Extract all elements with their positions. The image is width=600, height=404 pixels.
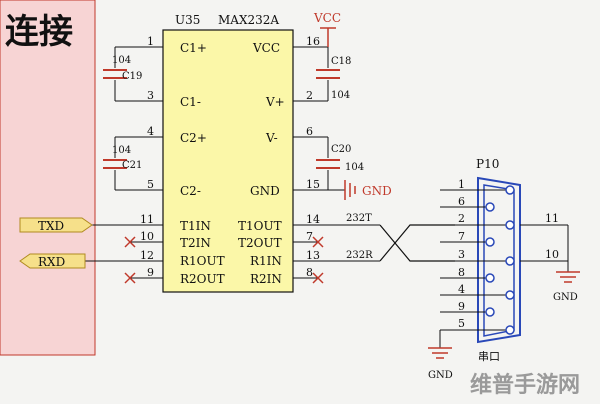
cap-c19-value: 104 bbox=[112, 55, 131, 66]
cap-c20-ref: C20 bbox=[331, 144, 351, 155]
pin-num-11: 11 bbox=[140, 213, 154, 226]
cap-c21-ref: C21 bbox=[122, 160, 142, 171]
cap-c20-symbol bbox=[316, 159, 340, 169]
pin-num-3: 3 bbox=[147, 89, 154, 102]
vcc-label: VCC bbox=[313, 11, 341, 25]
conn-pin-10: 10 bbox=[545, 248, 559, 261]
pin-name-r1in: R1IN bbox=[250, 254, 282, 268]
conn-pin-2: 2 bbox=[458, 212, 465, 225]
conn-pin-11: 11 bbox=[545, 212, 559, 225]
gnd-symbol-shell bbox=[556, 271, 580, 283]
conn-pin-1: 1 bbox=[458, 178, 465, 191]
pin-num-16: 16 bbox=[306, 35, 320, 48]
connector-ref: P10 bbox=[476, 157, 499, 171]
pin-num-8: 8 bbox=[306, 266, 313, 279]
rxd-label: RXD bbox=[38, 255, 65, 269]
pin-name-t1out: T1OUT bbox=[238, 219, 282, 233]
watermark: 维普手游网 bbox=[470, 372, 580, 398]
cap-c18-symbol bbox=[316, 69, 340, 79]
pin-num-14: 14 bbox=[306, 213, 320, 226]
chip-ref: U35 bbox=[175, 13, 200, 27]
cap-c19-ref: C19 bbox=[122, 71, 142, 82]
pin-name-c2p: C2+ bbox=[180, 131, 207, 145]
cap-c18-value: 104 bbox=[331, 90, 350, 101]
pin-num-1: 1 bbox=[147, 35, 154, 48]
pin-num-5: 5 bbox=[147, 178, 154, 191]
pin-name-vplus: V+ bbox=[265, 95, 285, 109]
panel-title: 连接 bbox=[5, 12, 73, 52]
gnd-symbol-pin5 bbox=[428, 347, 452, 359]
cap-c21-value: 104 bbox=[112, 145, 131, 156]
pin-name-vminus: V- bbox=[265, 131, 278, 145]
gnd-label-chip: GND bbox=[362, 184, 392, 198]
pin-num-13: 13 bbox=[306, 249, 320, 262]
gnd-label-pin5: GND bbox=[428, 370, 453, 381]
crossover-wires bbox=[379, 224, 455, 262]
pin-num-4: 4 bbox=[147, 125, 154, 138]
cap-c18-ref: C18 bbox=[331, 56, 351, 67]
pin-name-r1out: R1OUT bbox=[180, 254, 225, 268]
pin-num-15: 15 bbox=[306, 178, 320, 191]
pin-name-c1p: C1+ bbox=[180, 41, 207, 55]
pin-num-10: 10 bbox=[140, 230, 154, 243]
cap-c19-symbol bbox=[103, 69, 127, 79]
pin-num-6: 6 bbox=[306, 125, 313, 138]
txd-port bbox=[19, 217, 93, 233]
conn-pin-3: 3 bbox=[458, 248, 465, 261]
conn-pin-4: 4 bbox=[458, 283, 465, 296]
conn-pin-8: 8 bbox=[458, 266, 465, 279]
conn-pin-9: 9 bbox=[458, 300, 465, 313]
conn-pin-7: 7 bbox=[458, 230, 465, 243]
net-232t: 232T bbox=[346, 213, 372, 224]
cap-c21-symbol bbox=[103, 159, 127, 169]
connector-name: 串口 bbox=[478, 350, 500, 363]
pin-num-12: 12 bbox=[140, 249, 154, 262]
gnd-symbol-chip bbox=[344, 180, 356, 200]
conn-pin-6: 6 bbox=[458, 195, 465, 208]
pin-name-t1in: T1IN bbox=[180, 219, 211, 233]
pin-name-c2m: C2- bbox=[180, 184, 201, 198]
gnd-label-shell: GND bbox=[553, 292, 578, 303]
pin-name-c1m: C1- bbox=[180, 95, 201, 109]
no-connect-marks bbox=[124, 236, 324, 284]
title-panel bbox=[0, 0, 96, 356]
pin-name-gnd: GND bbox=[250, 184, 280, 198]
max232-chip bbox=[162, 29, 294, 293]
pin-name-t2in: T2IN bbox=[180, 236, 211, 250]
db9-pins bbox=[485, 185, 515, 335]
rxd-port bbox=[19, 253, 86, 269]
net-232r: 232R bbox=[346, 250, 373, 261]
pin-num-7: 7 bbox=[306, 230, 313, 243]
pin-name-r2in: R2IN bbox=[250, 272, 282, 286]
pin-name-t2out: T2OUT bbox=[238, 236, 282, 250]
db9-shell bbox=[477, 176, 521, 344]
pin-num-9: 9 bbox=[147, 266, 154, 279]
pin-name-vcc: VCC bbox=[252, 41, 280, 55]
pin-name-r2out: R2OUT bbox=[180, 272, 225, 286]
chip-part: MAX232A bbox=[218, 13, 279, 27]
cap-c20-value: 104 bbox=[345, 162, 364, 173]
pin-num-2: 2 bbox=[306, 89, 313, 102]
txd-label: TXD bbox=[38, 219, 64, 233]
vcc-symbol bbox=[320, 27, 336, 47]
conn-pin-5: 5 bbox=[458, 317, 465, 330]
